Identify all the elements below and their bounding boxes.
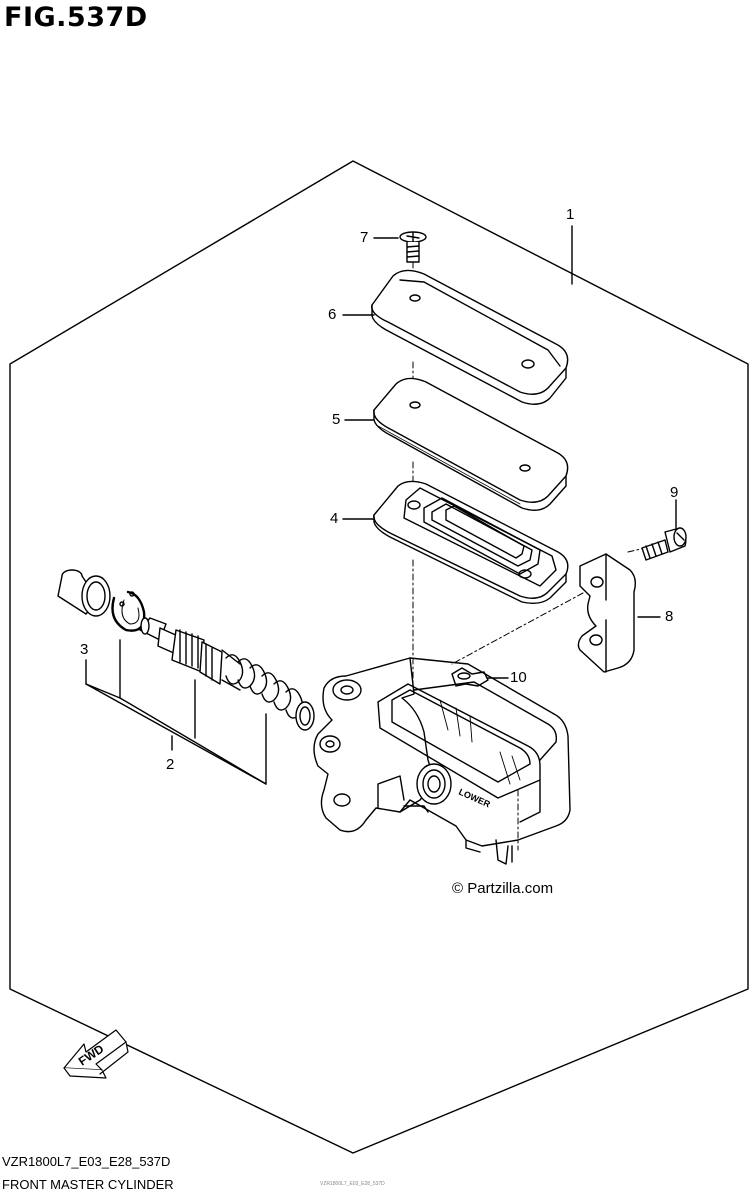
callout-6[interactable]: 6 <box>328 306 337 323</box>
leader-lines <box>85 225 677 785</box>
callout-8[interactable]: 8 <box>665 608 674 625</box>
copyright-notice: © Partzilla.com <box>452 880 554 897</box>
body-lower-marking: LOWER <box>457 787 492 810</box>
model-code: VZR1800L7_E03_E28_537D <box>2 1154 171 1169</box>
callout-10[interactable]: 10 <box>510 669 527 686</box>
part-9-clamp-bolt <box>641 527 687 561</box>
part-8-handlebar-clamp <box>577 553 637 673</box>
callout-5[interactable]: 5 <box>332 411 341 428</box>
footer-fine-print: VZR1800L7_E03_E28_537D <box>320 1181 385 1187</box>
callout-2[interactable]: 2 <box>166 756 175 773</box>
part-10-cap <box>451 667 489 687</box>
callout-1[interactable]: 1 <box>566 206 575 223</box>
callout-7[interactable]: 7 <box>360 229 369 246</box>
part-6-reservoir-cap <box>371 269 569 405</box>
leader-2 <box>85 679 267 785</box>
callout-4[interactable]: 4 <box>330 510 339 527</box>
figure-title: FIG.537D <box>4 2 148 33</box>
assembly-name: FRONT MASTER CYLINDER <box>2 1177 174 1192</box>
callout-9[interactable]: 9 <box>670 484 679 501</box>
part-4-diaphragm-gasket <box>373 480 569 605</box>
fwd-direction-arrow <box>63 1029 129 1079</box>
part-3-circlip <box>111 590 146 632</box>
callout-3[interactable]: 3 <box>80 641 89 658</box>
master-cylinder-body <box>313 657 571 865</box>
part-3-boot <box>57 569 111 617</box>
part-7-screw <box>399 231 427 263</box>
leader-3 <box>85 639 121 699</box>
part-5-diaphragm-plate <box>373 377 569 511</box>
assembly-boundary-hexagon <box>9 160 749 1154</box>
part-2-piston-spring <box>139 617 315 731</box>
